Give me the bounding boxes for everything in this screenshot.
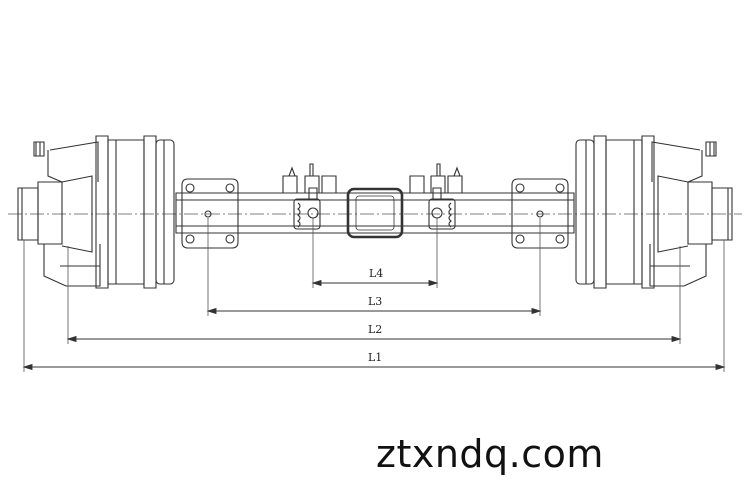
left-cam-support [294,188,320,229]
center-housing [348,189,402,237]
axle-beam [176,193,574,233]
dimension-label-l4: L4 [369,267,383,280]
dimension-label-l3: L3 [368,295,382,308]
extension-lines [24,218,724,372]
dimension-label-l1: L1 [368,351,382,364]
watermark-text: ztxndq.com [376,432,604,476]
right-hub-assembly [576,136,732,288]
dimension-l2 [68,337,680,342]
dimension-l4 [313,281,437,286]
dimension-l3 [208,309,540,314]
spring-brackets [283,164,462,193]
left-hub-assembly [18,136,174,288]
dimension-label-l2: L2 [368,323,382,336]
left-spring-plate [182,179,238,248]
right-cam-support [429,188,455,229]
dimension-l1 [24,365,724,370]
right-spring-plate [512,179,568,248]
